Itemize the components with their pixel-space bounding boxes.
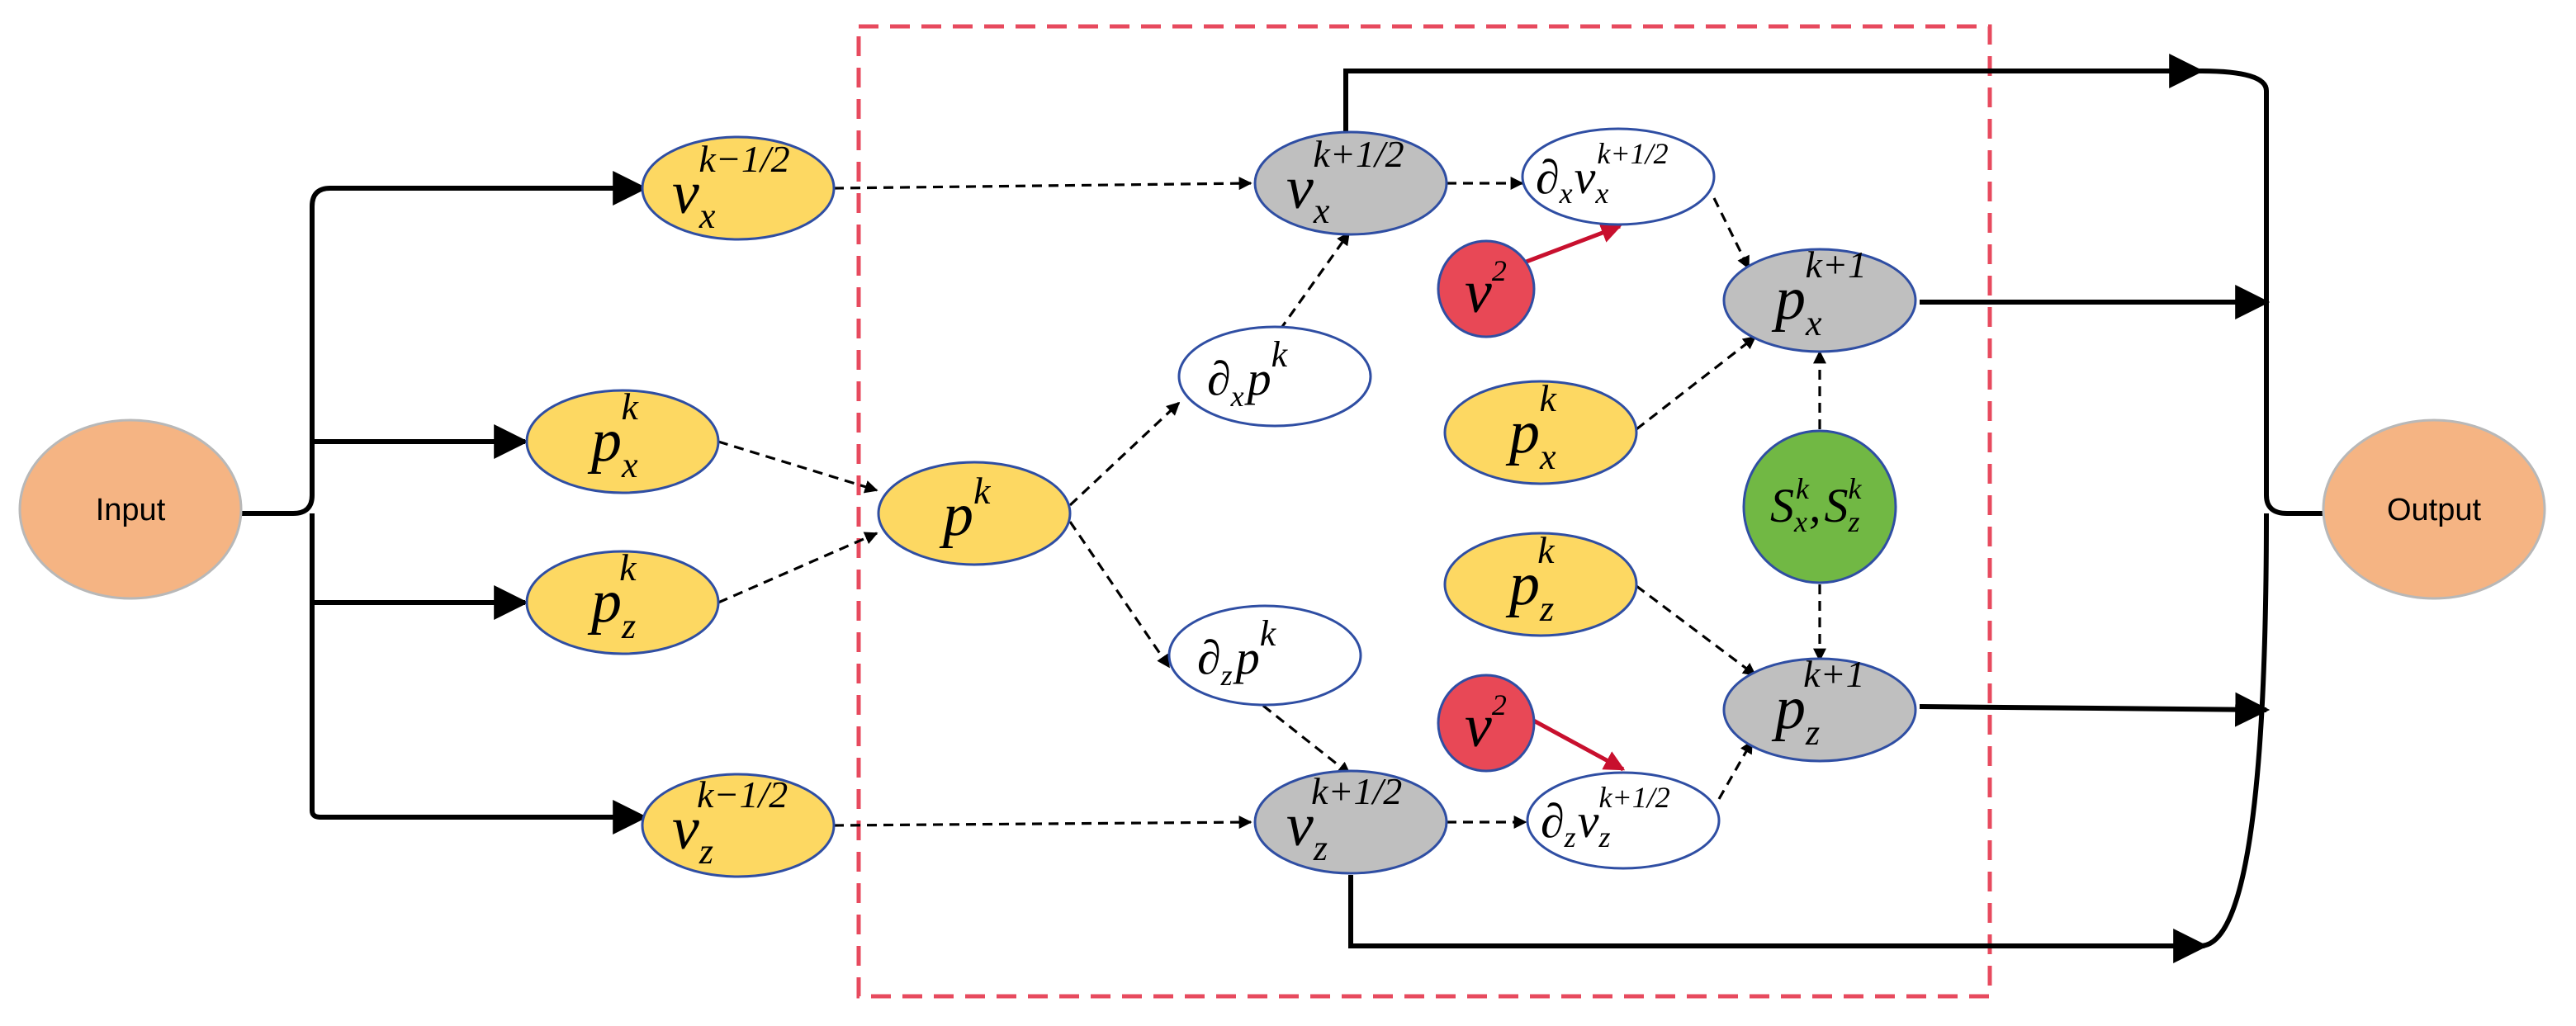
svg-text:v2: v2 bbox=[1465, 254, 1507, 326]
red-arrow-top bbox=[1523, 223, 1622, 265]
node-dz-p-k: ∂zpk bbox=[1167, 604, 1362, 707]
svg-text:v2: v2 bbox=[1465, 688, 1507, 760]
node-vz-k-plus-half: vzk+1/2 bbox=[1253, 769, 1448, 875]
svg-text:pxk: pxk bbox=[1505, 377, 1558, 477]
node-v-squared-top: v2 bbox=[1437, 239, 1536, 338]
output-brace bbox=[1343, 54, 2345, 963]
input-brace bbox=[241, 171, 648, 835]
node-dz-vz-k-plus-half: ∂zvzk+1/2 bbox=[1526, 771, 1721, 870]
node-dx-vx-k-plus-half: ∂xvxk+1/2 bbox=[1521, 127, 1716, 226]
svg-text:pzk+1: pzk+1 bbox=[1771, 653, 1865, 753]
svg-text:pxk: pxk bbox=[587, 385, 640, 485]
svg-text:vxk−1/2: vxk−1/2 bbox=[672, 138, 790, 236]
svg-text:∂xvxk+1/2: ∂xvxk+1/2 bbox=[1536, 137, 1669, 210]
node-p-k: pk bbox=[877, 461, 1072, 566]
svg-text:pxk+1: pxk+1 bbox=[1771, 243, 1867, 343]
update-frame bbox=[856, 24, 1992, 999]
svg-text:pk: pk bbox=[939, 470, 992, 549]
node-px-k-plus-one: pxk+1 bbox=[1722, 243, 1917, 353]
input-label: Input bbox=[96, 493, 166, 527]
output-node: Output bbox=[2322, 418, 2546, 600]
dashed-arrows bbox=[717, 177, 1826, 830]
svg-text:vxk+1/2: vxk+1/2 bbox=[1286, 133, 1404, 231]
red-arrow-bottom bbox=[1527, 716, 1626, 772]
node-dx-p-k: ∂xpk bbox=[1177, 325, 1372, 428]
svg-text:∂zpk: ∂zpk bbox=[1197, 613, 1277, 692]
svg-text:vzk−1/2: vzk−1/2 bbox=[672, 773, 788, 872]
node-v-squared-bottom: v2 bbox=[1437, 674, 1536, 773]
svg-text:pzk: pzk bbox=[587, 546, 637, 646]
node-vz-k-minus-half: vzk−1/2 bbox=[641, 773, 836, 878]
node-px-k-right: pxk bbox=[1443, 377, 1638, 485]
node-vx-k-minus-half: vxk−1/2 bbox=[641, 135, 836, 241]
node-pz-k-plus-one: pzk+1 bbox=[1722, 653, 1917, 763]
output-label: Output bbox=[2387, 493, 2482, 527]
node-pz-k-right: pzk bbox=[1443, 529, 1638, 637]
svg-text:∂zvzk+1/2: ∂zvzk+1/2 bbox=[1541, 781, 1670, 853]
svg-text:vzk+1/2: vzk+1/2 bbox=[1286, 770, 1402, 868]
svg-text:Sxk,Szk: Sxk,Szk bbox=[1770, 472, 1862, 538]
node-source-terms: Sxk,Szk bbox=[1742, 429, 1897, 584]
input-node: Input bbox=[18, 418, 243, 600]
svg-text:pzk: pzk bbox=[1505, 529, 1556, 629]
node-pz-k: pzk bbox=[525, 546, 720, 655]
node-vx-k-plus-half: vxk+1/2 bbox=[1253, 130, 1448, 236]
svg-text:∂xpk: ∂xpk bbox=[1207, 334, 1289, 413]
node-px-k: pxk bbox=[525, 385, 720, 494]
